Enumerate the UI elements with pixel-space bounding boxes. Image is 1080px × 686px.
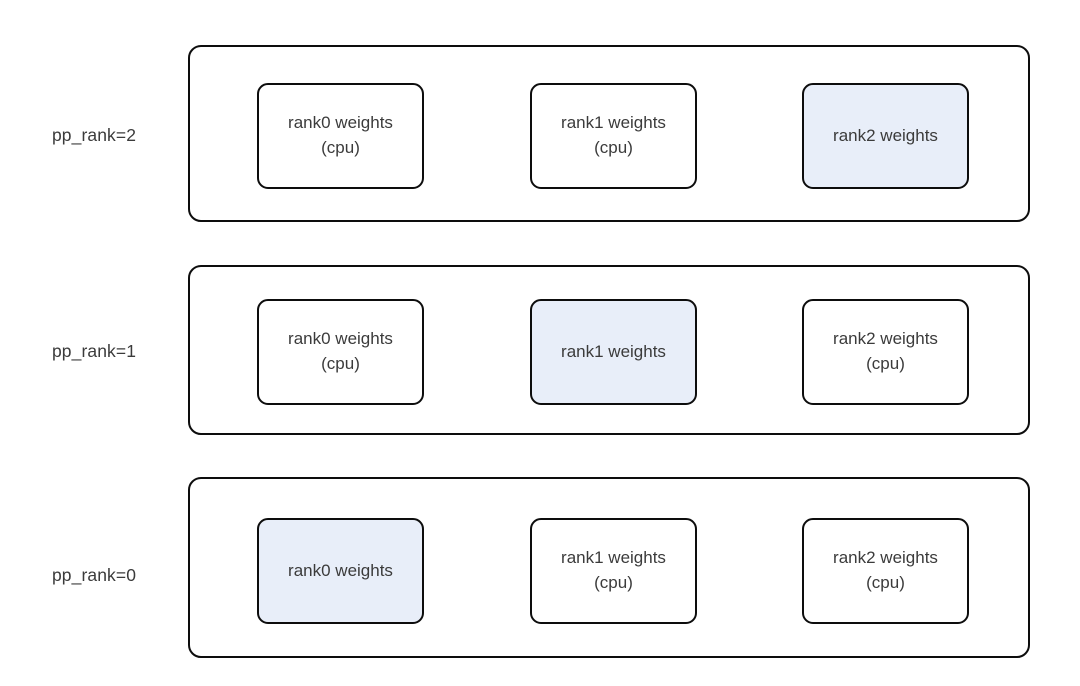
weight-box-pp1-rank1[interactable]: rank1 weights bbox=[530, 299, 697, 405]
weight-box-title: rank1 weights bbox=[561, 548, 666, 568]
weight-box-title: rank1 weights bbox=[561, 341, 666, 361]
weight-box-title: rank0 weights bbox=[288, 329, 393, 349]
weight-box-pp0-rank1[interactable]: rank1 weights (cpu) bbox=[530, 518, 697, 624]
weight-box-subtitle: (cpu) bbox=[321, 138, 360, 157]
weight-box-pp1-rank0[interactable]: rank0 weights (cpu) bbox=[257, 299, 424, 405]
weight-box-pp2-rank1[interactable]: rank1 weights (cpu) bbox=[530, 83, 697, 189]
weight-box-subtitle: (cpu) bbox=[321, 354, 360, 373]
weight-box-subtitle: (cpu) bbox=[866, 354, 905, 373]
weight-box-pp2-rank2[interactable]: rank2 weights bbox=[802, 83, 969, 189]
row-label-pp-rank-2: pp_rank=2 bbox=[51, 125, 137, 145]
rank-container-pp-rank-0: rank0 weights rank1 weights (cpu) rank2 … bbox=[188, 477, 1030, 658]
rank-container-pp-rank-2: rank0 weights (cpu) rank1 weights (cpu) … bbox=[188, 45, 1030, 222]
row-label-pp-rank-0: pp_rank=0 bbox=[51, 565, 137, 585]
row-label-pp-rank-1: pp_rank=1 bbox=[51, 341, 137, 361]
rank-container-pp-rank-1: rank0 weights (cpu) rank1 weights rank2 … bbox=[188, 265, 1030, 435]
weight-box-subtitle: (cpu) bbox=[866, 573, 905, 592]
weight-box-title: rank0 weights bbox=[288, 113, 393, 133]
weight-box-subtitle: (cpu) bbox=[594, 138, 633, 157]
weight-box-subtitle: (cpu) bbox=[594, 573, 633, 592]
weight-box-title: rank0 weights bbox=[288, 560, 393, 580]
weight-box-title: rank2 weights bbox=[833, 329, 938, 349]
weight-box-pp2-rank0[interactable]: rank0 weights (cpu) bbox=[257, 83, 424, 189]
weight-box-title: rank2 weights bbox=[833, 548, 938, 568]
weight-box-pp1-rank2[interactable]: rank2 weights (cpu) bbox=[802, 299, 969, 405]
weight-box-pp0-rank0[interactable]: rank0 weights bbox=[257, 518, 424, 624]
weight-box-title: rank1 weights bbox=[561, 113, 666, 133]
weight-box-title: rank2 weights bbox=[833, 125, 938, 145]
weight-box-pp0-rank2[interactable]: rank2 weights (cpu) bbox=[802, 518, 969, 624]
